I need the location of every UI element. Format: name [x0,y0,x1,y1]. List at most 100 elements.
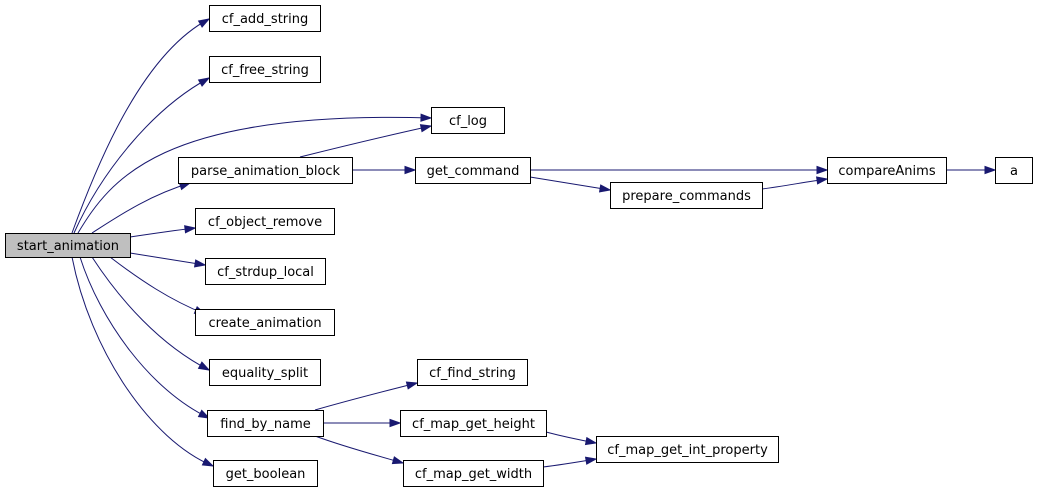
edge-arrowhead [404,165,417,175]
node-box[interactable] [209,359,321,386]
node-cf_object_remove[interactable]: cf_object_remove [195,208,335,235]
node-cf_find_string[interactable]: cf_find_string [417,359,528,386]
edge-cf_map_get_width-to-cf_map_get_int_property [542,456,598,468]
node-label: compareAnims [838,164,935,179]
node-a[interactable]: a [995,157,1033,184]
edge-line [314,435,404,464]
node-label: cf_free_string [221,63,309,78]
edge-line [299,125,432,158]
node-cf_map_get_int_property[interactable]: cf_map_get_int_property [596,436,779,463]
edge-line [314,382,418,411]
edge-start_animation-to-cf_add_string [71,18,211,234]
node-label: cf_strdup_local [217,265,314,280]
node-label: find_by_name [220,417,311,432]
node-box[interactable] [205,258,326,285]
node-box[interactable] [178,157,353,184]
node-box[interactable] [610,182,763,209]
edge-arrowhead [584,436,598,446]
node-label: parse_animation_block [191,164,341,179]
edge-arrowhead [584,456,598,465]
node-box[interactable] [596,436,779,463]
node-box[interactable] [195,309,335,336]
node-prepare_commands[interactable]: prepare_commands [610,182,763,209]
edge-start_animation-to-cf_strdup_local [129,252,207,268]
node-box[interactable] [209,5,321,32]
edge-start_animation-to-equality_split [91,256,211,371]
edge-arrowhead [184,225,197,234]
node-cf_strdup_local[interactable]: cf_strdup_local [205,258,326,285]
edges-layer [71,18,997,468]
edge-parse_animation_block-to-cf_log [299,124,433,158]
edge-line [71,256,214,467]
node-label: cf_map_get_height [412,417,535,432]
node-label: get_command [427,164,520,179]
edge-line [79,256,210,419]
edge-line [91,256,210,371]
node-label: cf_log [449,114,487,129]
node-box[interactable] [209,56,321,83]
node-box[interactable] [213,460,318,487]
node-box[interactable] [431,107,505,134]
edge-line [129,252,206,266]
edge-find_by_name-to-cf_map_get_height [323,418,402,428]
node-box[interactable] [403,460,544,487]
edge-prepare_commands-to-compareAnims [761,176,829,190]
edge-find_by_name-to-cf_map_get_width [314,435,405,465]
node-cf_free_string[interactable]: cf_free_string [209,56,321,83]
edge-start_animation-to-cf_free_string [73,77,211,234]
edge-start_animation-to-get_boolean [71,256,215,467]
node-box[interactable] [417,359,528,386]
edge-arrowhead [391,456,405,465]
edge-arrowhead [984,165,997,175]
edge-line [77,116,432,234]
edge-arrowhead [420,113,433,122]
node-compareAnims[interactable]: compareAnims [827,157,947,184]
node-label: equality_split [222,366,308,381]
edge-arrowhead [389,418,402,428]
edge-arrowhead [197,77,211,87]
node-get_boolean[interactable]: get_boolean [213,460,318,487]
edge-arrowhead [197,409,211,419]
node-start_animation[interactable]: start_animation [5,233,131,258]
node-box[interactable] [195,208,335,235]
node-create_animation[interactable]: create_animation [195,309,335,336]
edge-arrowhead [201,457,215,467]
edge-start_animation-to-cf_log [77,113,433,234]
node-label: create_animation [208,316,321,331]
node-parse_animation_block[interactable]: parse_animation_block [178,157,353,184]
edge-line [91,182,191,234]
node-label: prepare_commands [622,189,751,204]
edge-start_animation-to-create_animation [109,256,207,315]
nodes-layer: start_animation cf_add_string cf_free_stri… [5,5,1033,487]
node-cf_map_get_height[interactable]: cf_map_get_height [400,410,547,437]
node-box[interactable] [995,157,1033,184]
edge-arrowhead [405,381,419,390]
edge-line [71,18,210,234]
edge-arrowhead [598,184,612,193]
edge-arrowhead [197,361,211,371]
edge-find_by_name-to-cf_find_string [314,381,419,411]
edge-arrowhead [419,124,433,133]
node-label: a [1010,164,1018,179]
node-cf_map_get_width[interactable]: cf_map_get_width [403,460,544,487]
node-box[interactable] [5,233,131,258]
node-label: cf_find_string [429,366,516,381]
edge-arrowhead [197,18,211,28]
node-equality_split[interactable]: equality_split [209,359,321,386]
edge-arrowhead [816,176,829,185]
edge-line [529,176,611,191]
node-label: cf_map_get_width [415,467,532,482]
node-cf_log[interactable]: cf_log [431,107,505,134]
node-get_command[interactable]: get_command [415,157,531,184]
edge-start_animation-to-cf_object_remove [129,225,197,238]
node-label: cf_add_string [222,12,309,27]
node-find_by_name[interactable]: find_by_name [207,410,324,437]
node-box[interactable] [415,157,531,184]
node-box[interactable] [207,410,324,437]
edge-line [109,256,206,315]
edge-arrowhead [193,259,207,268]
node-box[interactable] [400,410,547,437]
node-cf_add_string[interactable]: cf_add_string [209,5,321,32]
edge-line [73,77,210,234]
node-box[interactable] [827,157,947,184]
